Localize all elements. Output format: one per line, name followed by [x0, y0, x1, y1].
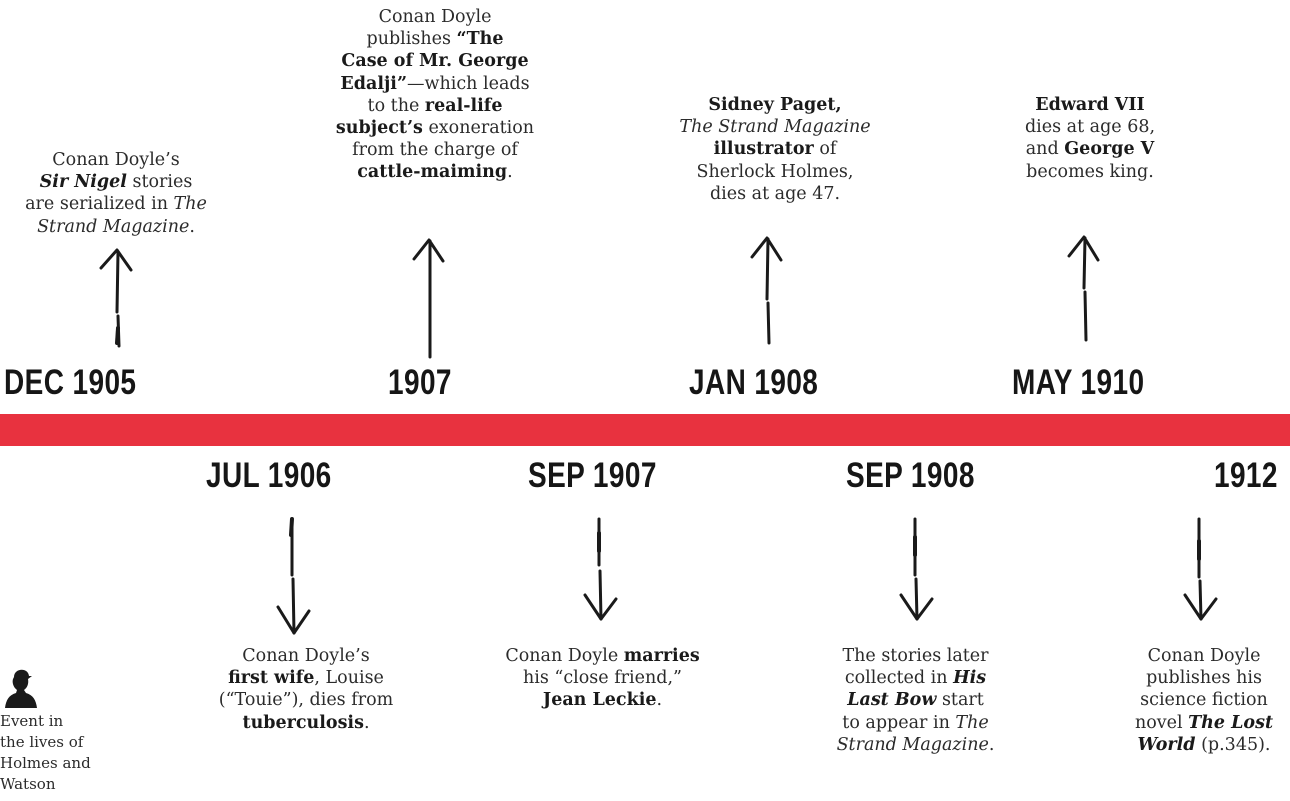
event-date-sep-1907: SEP 1907	[528, 456, 657, 495]
arrow-down-icon	[276, 517, 311, 635]
event-date-jul-1906: JUL 1906	[206, 456, 332, 495]
arrow-down-icon	[583, 517, 618, 621]
legend-text: Event in the lives of Holmes and Watson	[0, 712, 91, 793]
timeline-band	[0, 414, 1290, 446]
arrow-up-icon	[1067, 235, 1100, 342]
event-date-1912: 1912	[1214, 456, 1278, 495]
event-date-sep-1908: SEP 1908	[846, 456, 975, 495]
arrow-down-icon	[899, 517, 934, 621]
arrow-up-icon	[412, 238, 445, 359]
arrow-down-icon	[1183, 517, 1218, 621]
event-date-may-1910: MAY 1910	[1012, 363, 1145, 402]
arrow-up-icon	[99, 248, 133, 348]
event-date-dec-1905: DEC 1905	[4, 363, 137, 402]
arrow-up-icon	[750, 236, 783, 345]
sherlock-silhouette-icon	[5, 669, 37, 708]
event-date-jan-1908: JAN 1908	[689, 363, 819, 402]
event-date-1907: 1907	[388, 363, 452, 402]
